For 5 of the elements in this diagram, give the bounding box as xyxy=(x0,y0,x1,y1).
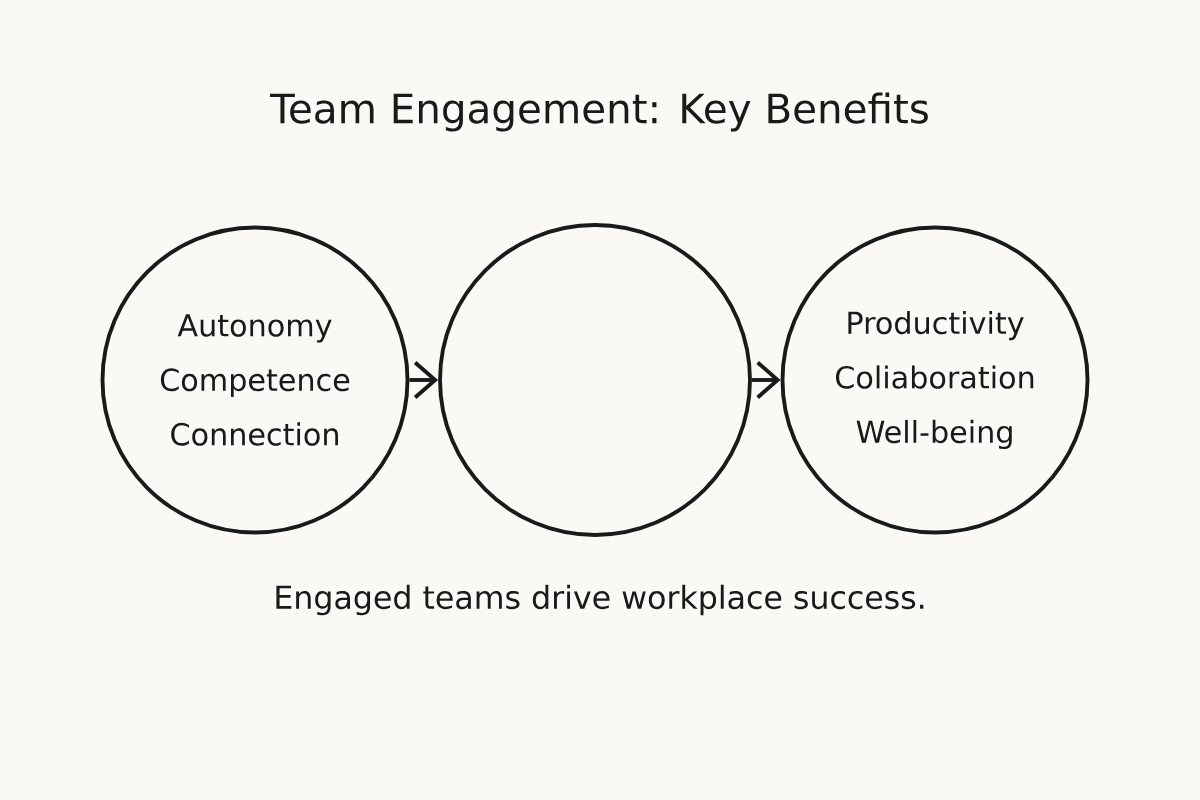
circle-node xyxy=(438,223,752,537)
title: Team Engagement: Key Benefits xyxy=(270,92,928,132)
caption: Engaged teams drive workplace success. xyxy=(276,584,924,616)
circle-node: Productivity Coliaboration Well-being xyxy=(780,225,1090,535)
circle-node: Autonomy Competence Connection xyxy=(100,225,410,535)
